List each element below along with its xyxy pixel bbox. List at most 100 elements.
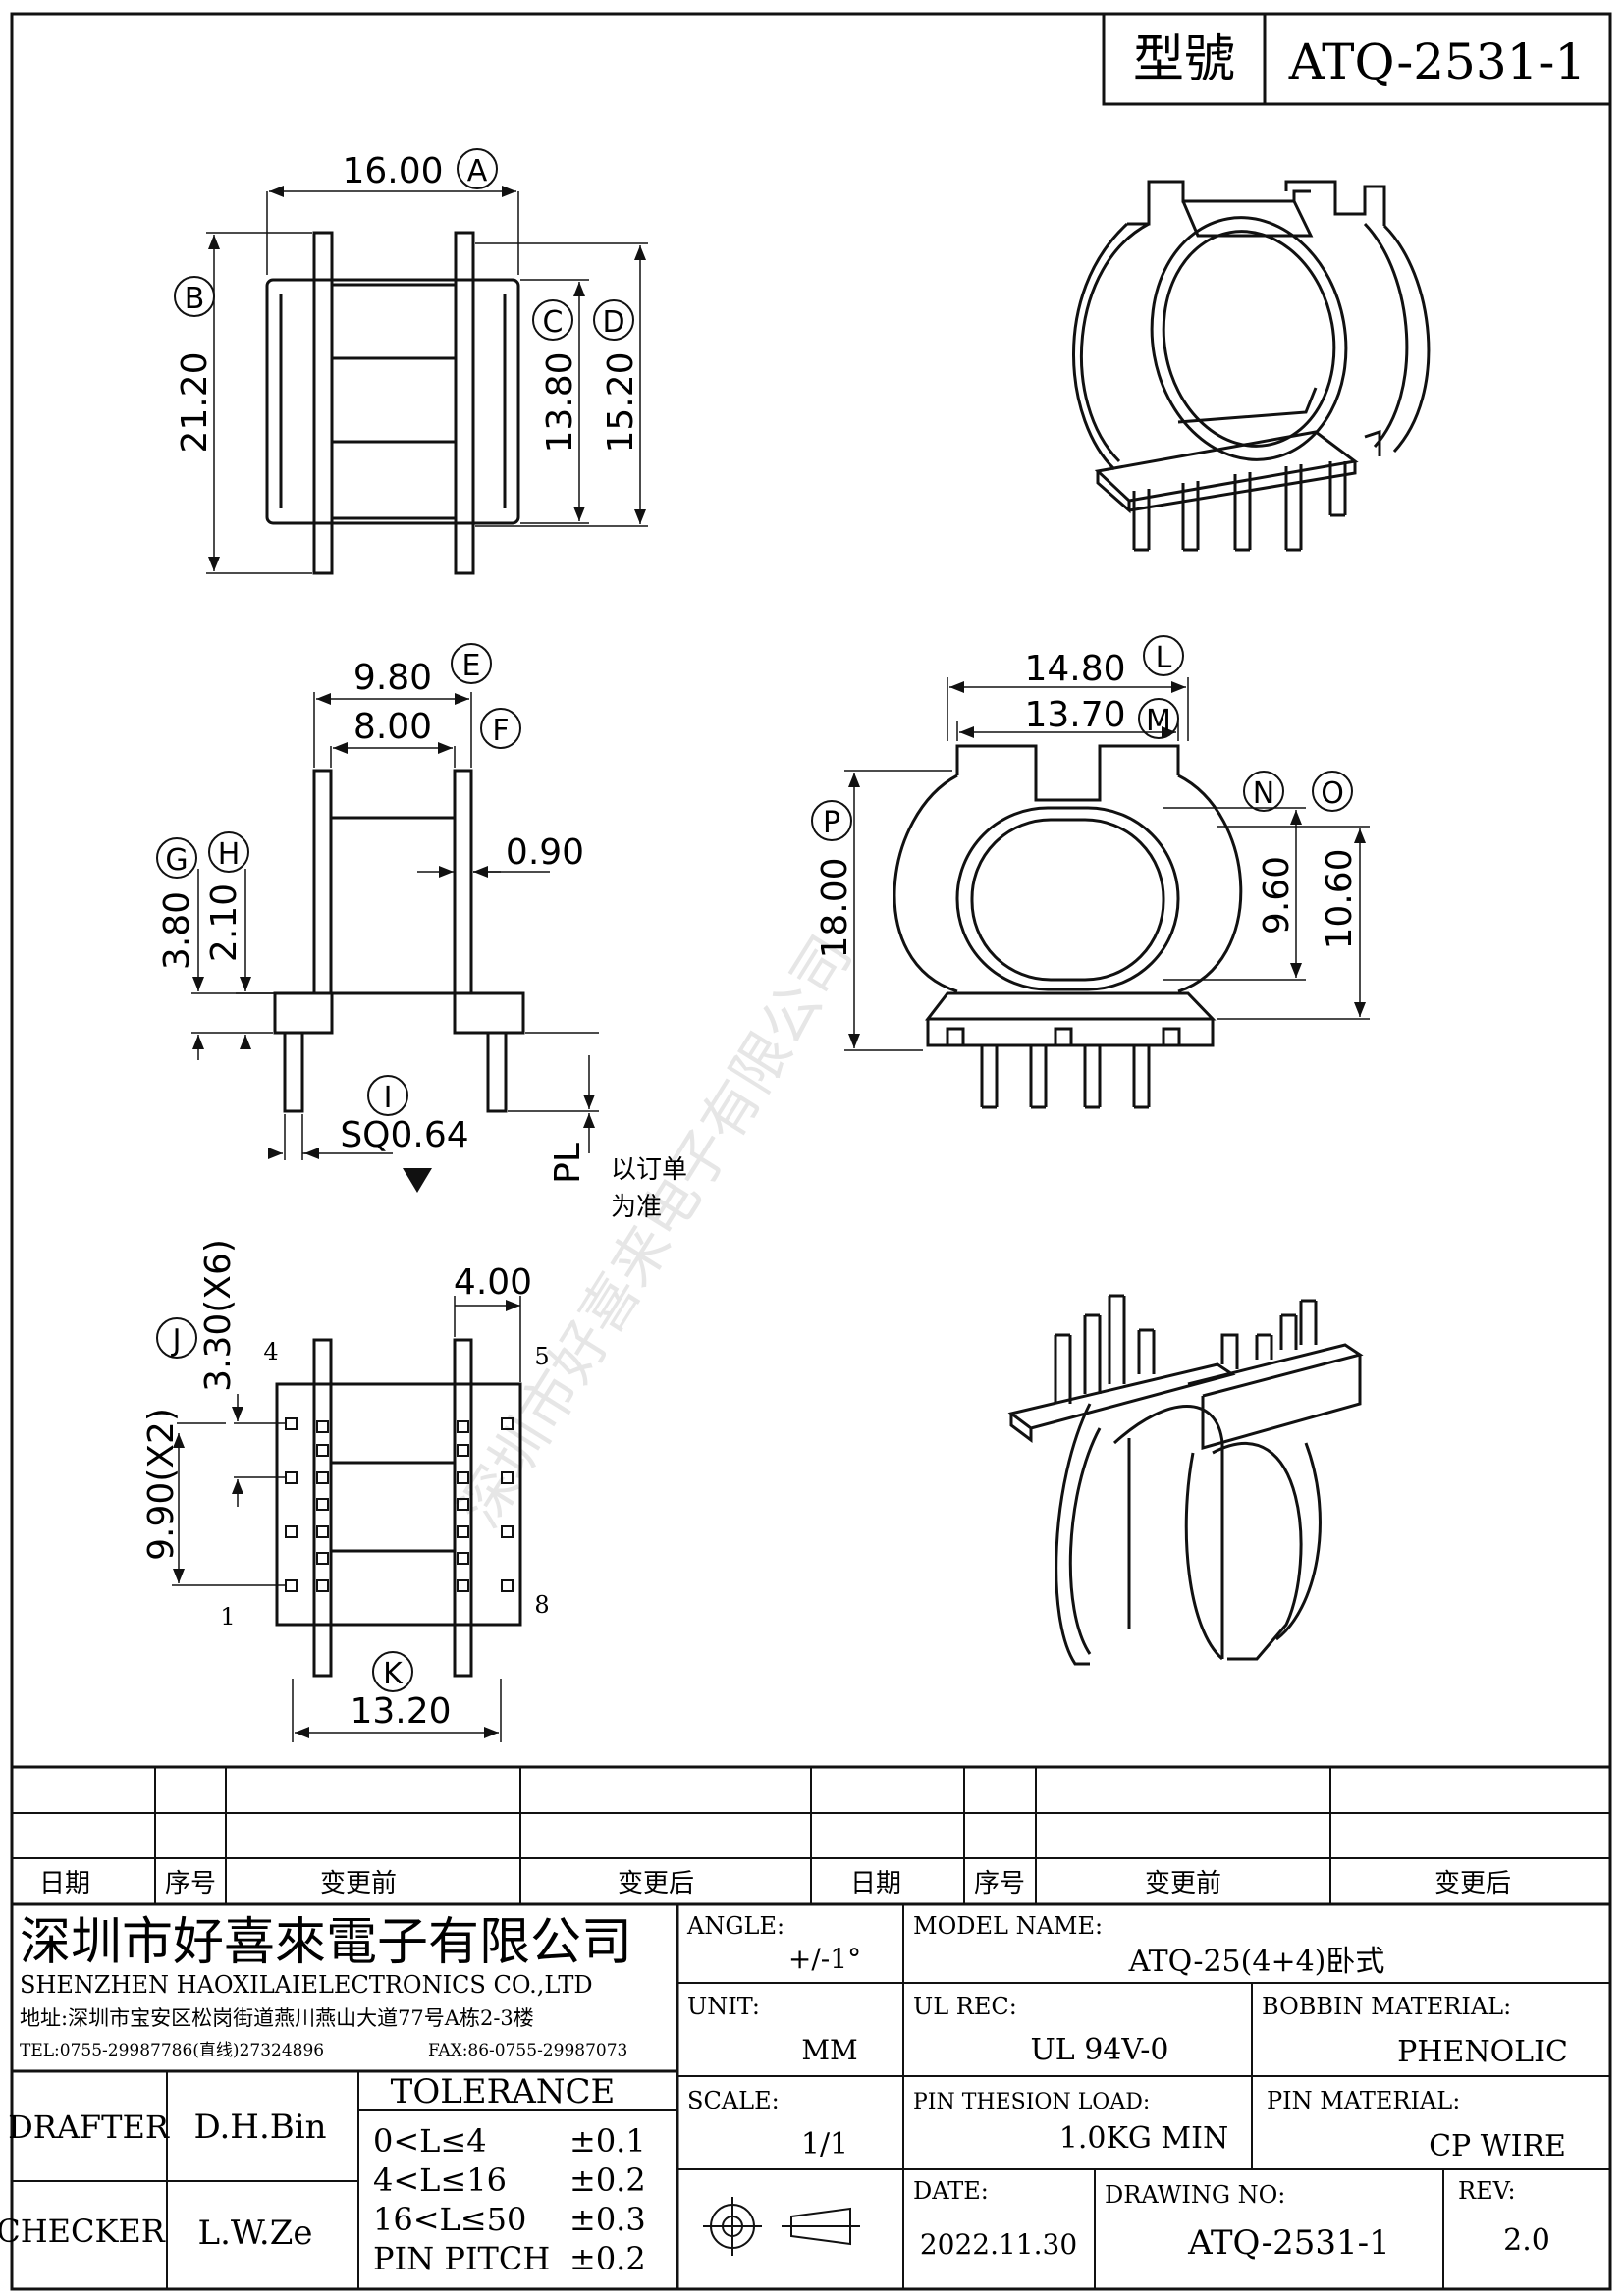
dim-a-value: 16.00 bbox=[342, 151, 443, 191]
model-name-label: MODEL NAME: bbox=[913, 1912, 1103, 1940]
drawing-no-label: DRAWING NO: bbox=[1105, 2181, 1285, 2209]
pin-tension-value: 1.0KG MIN bbox=[1059, 2121, 1228, 2156]
label-h-circle bbox=[208, 831, 249, 873]
label-p-circle bbox=[811, 800, 852, 841]
dim-c-value: 13.80 bbox=[540, 351, 580, 453]
label-c-circle bbox=[532, 299, 573, 341]
rev-value: 2.0 bbox=[1503, 2223, 1550, 2258]
tolerance-range-3: PIN PITCH bbox=[373, 2240, 550, 2277]
dim-g-value: 3.80 bbox=[157, 891, 197, 970]
rev-header-after-2: 变更后 bbox=[1434, 1869, 1511, 1898]
tolerance-value-3: ±0.2 bbox=[569, 2240, 646, 2277]
tolerance-range-2: 16<L≤50 bbox=[373, 2201, 526, 2238]
people-block: DRAFTER D.H.Bin CHECKER L.W.Ze bbox=[0, 2108, 327, 2253]
projection-symbol bbox=[703, 2197, 860, 2256]
rev-header-before-1: 变更前 bbox=[320, 1869, 397, 1898]
angle-label: ANGLE: bbox=[686, 1912, 784, 1940]
revision-table bbox=[12, 1765, 1610, 1906]
drafter-label: DRAFTER bbox=[8, 2109, 170, 2146]
company-name-cn: 深圳市好喜來電子有限公司 bbox=[20, 1913, 632, 1972]
rev-header-before-2: 变更前 bbox=[1145, 1869, 1221, 1898]
dim-h-value: 2.10 bbox=[204, 883, 244, 962]
label-l-circle bbox=[1143, 635, 1184, 676]
pin-5-label: 5 bbox=[534, 1343, 549, 1370]
pl-note-2: 为准 bbox=[611, 1193, 662, 1222]
label-m-circle bbox=[1138, 698, 1179, 739]
rev-header-after-1: 变更后 bbox=[618, 1869, 694, 1898]
bottom-view-labels: 3.30(X6) J 9.90(X2) 4.00 K 13.20 4 5 1 8 bbox=[141, 1239, 550, 1732]
label-f-circle bbox=[480, 708, 521, 749]
dim-m-value: 13.70 bbox=[1024, 695, 1125, 735]
label-k: K bbox=[383, 1657, 404, 1691]
pin-material-value: CP WIRE bbox=[1429, 2129, 1566, 2163]
unit-value: MM bbox=[801, 2034, 857, 2066]
dim-d-value: 15.20 bbox=[601, 351, 641, 453]
dim-b-value: 21.20 bbox=[175, 351, 215, 453]
date-label: DATE: bbox=[913, 2177, 989, 2205]
title-fields: ANGLE: +/-1° MODEL NAME: ATQ-25(4+4)卧式 U… bbox=[686, 1912, 1568, 2263]
tolerance-value-0: ±0.1 bbox=[569, 2122, 646, 2160]
watermark: 深圳市好喜来电子有限公司 bbox=[446, 924, 864, 1538]
label-n: N bbox=[1253, 776, 1274, 811]
dim-i-value: SQ0.64 bbox=[340, 1115, 468, 1155]
drawing-no-value: ATQ-2531-1 bbox=[1187, 2223, 1390, 2263]
tolerance-value-2: ±0.3 bbox=[569, 2201, 646, 2238]
label-b: B bbox=[185, 282, 205, 316]
pin-1-label: 1 bbox=[220, 1603, 235, 1630]
label-j-circle bbox=[156, 1317, 197, 1359]
scale-label: SCALE: bbox=[687, 2087, 780, 2114]
dim-p-value: 18.00 bbox=[815, 857, 855, 958]
dim-n-value: 9.60 bbox=[1257, 856, 1297, 934]
scale-value: 1/1 bbox=[801, 2127, 848, 2162]
label-f: F bbox=[492, 714, 509, 748]
dim-row-value: 9.90(X2) bbox=[141, 1408, 182, 1561]
label-b-circle bbox=[174, 276, 215, 317]
rev-header-date-2: 日期 bbox=[850, 1869, 901, 1898]
company-name-en: SHENZHEN HAOXILAIELECTRONICS CO.,LTD bbox=[20, 1971, 593, 1999]
tolerance-range-0: 0<L≤4 bbox=[373, 2122, 487, 2160]
side-view bbox=[191, 692, 599, 1193]
label-e: E bbox=[462, 649, 481, 683]
label-o: O bbox=[1321, 776, 1344, 811]
dim-l-value: 14.80 bbox=[1024, 649, 1125, 689]
checker-label: CHECKER bbox=[0, 2213, 166, 2250]
title-block-grid bbox=[12, 1904, 1610, 2289]
checker-value: L.W.Ze bbox=[198, 2214, 313, 2253]
label-i: I bbox=[384, 1081, 393, 1115]
bottom-view bbox=[172, 1296, 522, 1742]
pin-material-label: PIN MATERIAL: bbox=[1267, 2087, 1460, 2114]
label-n-circle bbox=[1243, 771, 1284, 812]
bobbin-label: BOBBIN MATERIAL: bbox=[1262, 1993, 1511, 2020]
top-view bbox=[206, 186, 648, 575]
label-i-circle bbox=[367, 1075, 408, 1116]
angle-value: +/-1° bbox=[788, 1943, 861, 1975]
front-view-labels: 14.80 L 13.70 M N O P 18.00 9.60 10.60 bbox=[811, 635, 1360, 959]
pin-8-label: 8 bbox=[534, 1591, 549, 1619]
pl-label: PL bbox=[548, 1143, 588, 1184]
label-d: D bbox=[602, 305, 624, 340]
label-c: C bbox=[543, 305, 564, 340]
isometric-view-bottom bbox=[1007, 1294, 1364, 1666]
model-name-value: ATQ-25(4+4)卧式 bbox=[1128, 1945, 1385, 1979]
company-fax: FAX:86-0755-29987073 bbox=[428, 2041, 627, 2060]
rev-header-date-1: 日期 bbox=[39, 1869, 90, 1898]
label-a: A bbox=[467, 154, 488, 188]
dim-o-value: 10.60 bbox=[1320, 848, 1360, 949]
pl-note-1: 以订单 bbox=[611, 1155, 687, 1185]
label-o-circle bbox=[1312, 771, 1353, 812]
label-l: L bbox=[1156, 641, 1172, 675]
label-g: G bbox=[165, 843, 188, 878]
label-d-circle bbox=[593, 299, 634, 341]
dim-edge-value: 4.00 bbox=[454, 1262, 532, 1303]
tolerance-title: TOLERANCE bbox=[391, 2072, 616, 2111]
drafter-value: D.H.Bin bbox=[193, 2108, 326, 2147]
bobbin-value: PHENOLIC bbox=[1397, 2035, 1568, 2069]
dim-e-value: 9.80 bbox=[353, 658, 432, 698]
label-a-circle bbox=[457, 148, 498, 189]
front-view bbox=[844, 677, 1370, 1109]
pin-4-label: 4 bbox=[263, 1338, 278, 1365]
side-view-labels: 9.80 E 8.00 F 0.90 3.80 G 2.10 H I SQ0.6… bbox=[156, 643, 687, 1222]
dim-flange-value: 0.90 bbox=[506, 832, 584, 873]
rev-header-seq-2: 序号 bbox=[974, 1869, 1025, 1898]
